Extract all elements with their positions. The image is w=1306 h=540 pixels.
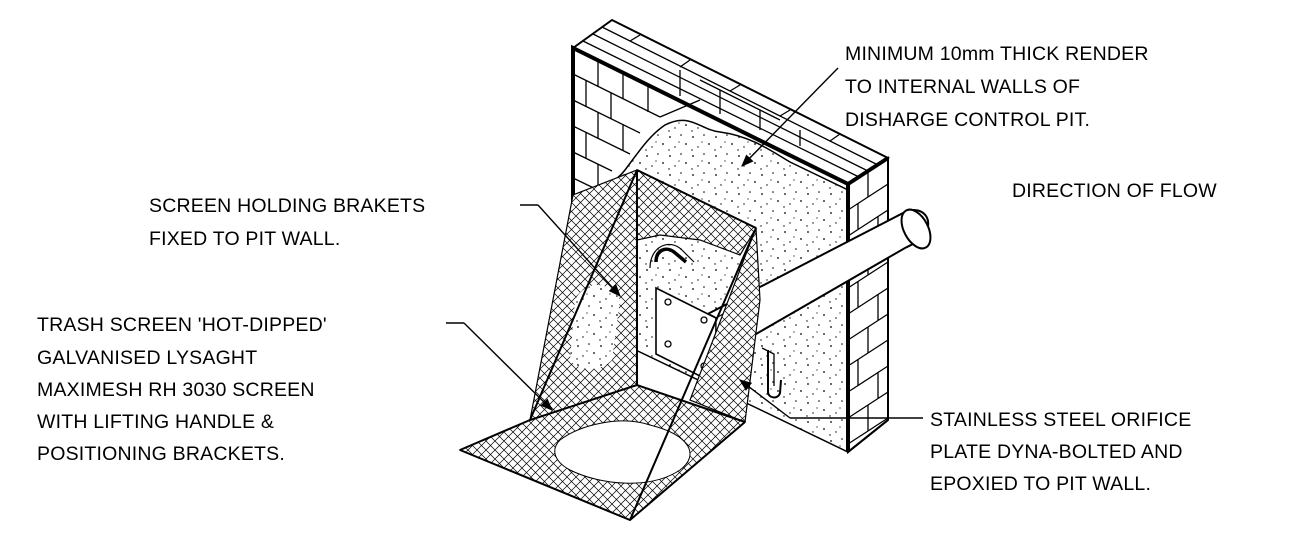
render-line-1: MINIMUM 10mm THICK RENDER xyxy=(845,43,1149,65)
trash-line-5: POSITIONING BRACKETS. xyxy=(37,443,285,465)
leader-trash xyxy=(463,322,553,411)
orifice-line-2: PLATE DYNA-BOLTED AND xyxy=(930,441,1183,463)
label-brackets: SCREEN HOLDING BRAKETS FIXED TO PIT WALL… xyxy=(149,195,425,250)
bolt xyxy=(700,316,708,324)
label-orifice-plate: STAINLESS STEEL ORIFICE PLATE DYNA-BOLTE… xyxy=(930,409,1191,495)
wall-outline xyxy=(571,44,850,452)
render-line-3: DISHARGE CONTROL PIT. xyxy=(845,109,1090,131)
leader-brackets xyxy=(537,204,621,297)
trash-line-4: WITH LIFTING HANDLE & xyxy=(37,411,274,433)
wall-side-bricks xyxy=(847,171,889,445)
wall-top-bricks xyxy=(582,26,879,178)
label-trash-screen: TRASH SCREEN 'HOT-DIPPED' GALVANISED LYS… xyxy=(37,314,327,465)
screen-bracket-right xyxy=(761,347,782,399)
label-direction-of-flow: DIRECTION OF FLOW xyxy=(1012,180,1217,202)
curved-arrow-icon xyxy=(649,244,695,269)
orifice-line-3: EPOXIED TO PIT WALL. xyxy=(930,473,1151,495)
trash-line-3: MAXIMESH RH 3030 SCREEN xyxy=(37,379,315,401)
brackets-line-1: SCREEN HOLDING BRAKETS xyxy=(149,195,425,217)
trash-line-1: TRASH SCREEN 'HOT-DIPPED' xyxy=(37,314,327,336)
orifice-line-1: STAINLESS STEEL ORIFICE xyxy=(930,409,1191,431)
trash-line-2: GALVANISED LYSAGHT xyxy=(37,347,257,369)
render-line-2: TO INTERNAL WALLS OF xyxy=(845,76,1080,98)
bolt xyxy=(664,298,672,306)
trash-screen xyxy=(458,169,761,522)
leader-render xyxy=(741,67,839,167)
label-render: MINIMUM 10mm THICK RENDER TO INTERNAL WA… xyxy=(845,43,1149,131)
bolt xyxy=(664,340,672,348)
brackets-line-2: FIXED TO PIT WALL. xyxy=(149,228,340,250)
leader-lines xyxy=(446,67,923,419)
